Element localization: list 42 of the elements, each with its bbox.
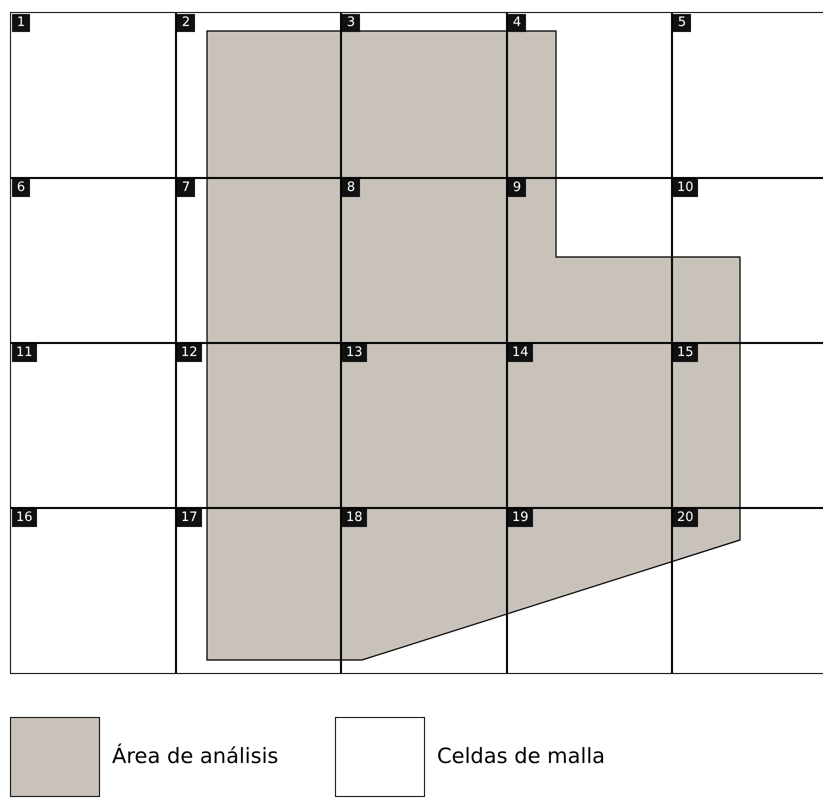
grid-cell bbox=[671, 507, 823, 674]
grid-cell bbox=[506, 507, 672, 674]
grid-cell bbox=[506, 177, 672, 344]
cell-number: 20 bbox=[673, 509, 698, 527]
cell-number: 13 bbox=[342, 344, 367, 362]
cell-number: 8 bbox=[342, 179, 360, 197]
cell-number: 1 bbox=[12, 14, 30, 32]
grid-cell bbox=[10, 342, 176, 508]
grid-cell bbox=[10, 507, 176, 674]
grid-cell bbox=[340, 12, 508, 178]
cell-number: 16 bbox=[12, 509, 37, 527]
grid-cell bbox=[340, 507, 508, 674]
grid-cell bbox=[506, 12, 672, 178]
cell-number: 17 bbox=[177, 509, 202, 527]
grid-cell bbox=[175, 507, 342, 674]
grid-cell bbox=[671, 177, 823, 344]
cell-number: 6 bbox=[12, 179, 30, 197]
grid-cell bbox=[340, 342, 508, 508]
cell-number: 7 bbox=[177, 179, 195, 197]
grid-cell bbox=[340, 177, 508, 344]
grid-cell bbox=[10, 177, 176, 344]
grid-cell bbox=[671, 12, 823, 178]
grid-cell bbox=[175, 342, 342, 508]
cell-number: 18 bbox=[342, 509, 367, 527]
legend-label: Celdas de malla bbox=[437, 744, 606, 768]
cell-number: 11 bbox=[12, 344, 37, 362]
grid-cell bbox=[175, 12, 342, 178]
cell-number: 4 bbox=[508, 14, 526, 32]
grid-cell bbox=[10, 12, 176, 178]
cell-number: 19 bbox=[508, 509, 533, 527]
cell-number: 10 bbox=[673, 179, 698, 197]
cell-number: 3 bbox=[342, 14, 360, 32]
cell-number: 14 bbox=[508, 344, 533, 362]
grid-cell bbox=[671, 342, 823, 508]
legend-label: Área de análisis bbox=[112, 744, 278, 768]
cell-number: 12 bbox=[177, 344, 202, 362]
cell-number: 2 bbox=[177, 14, 195, 32]
cell-number: 5 bbox=[673, 14, 691, 32]
grid-cell bbox=[506, 342, 672, 508]
cell-number: 9 bbox=[508, 179, 526, 197]
cell-number: 15 bbox=[673, 344, 698, 362]
grid-cell bbox=[175, 177, 342, 344]
